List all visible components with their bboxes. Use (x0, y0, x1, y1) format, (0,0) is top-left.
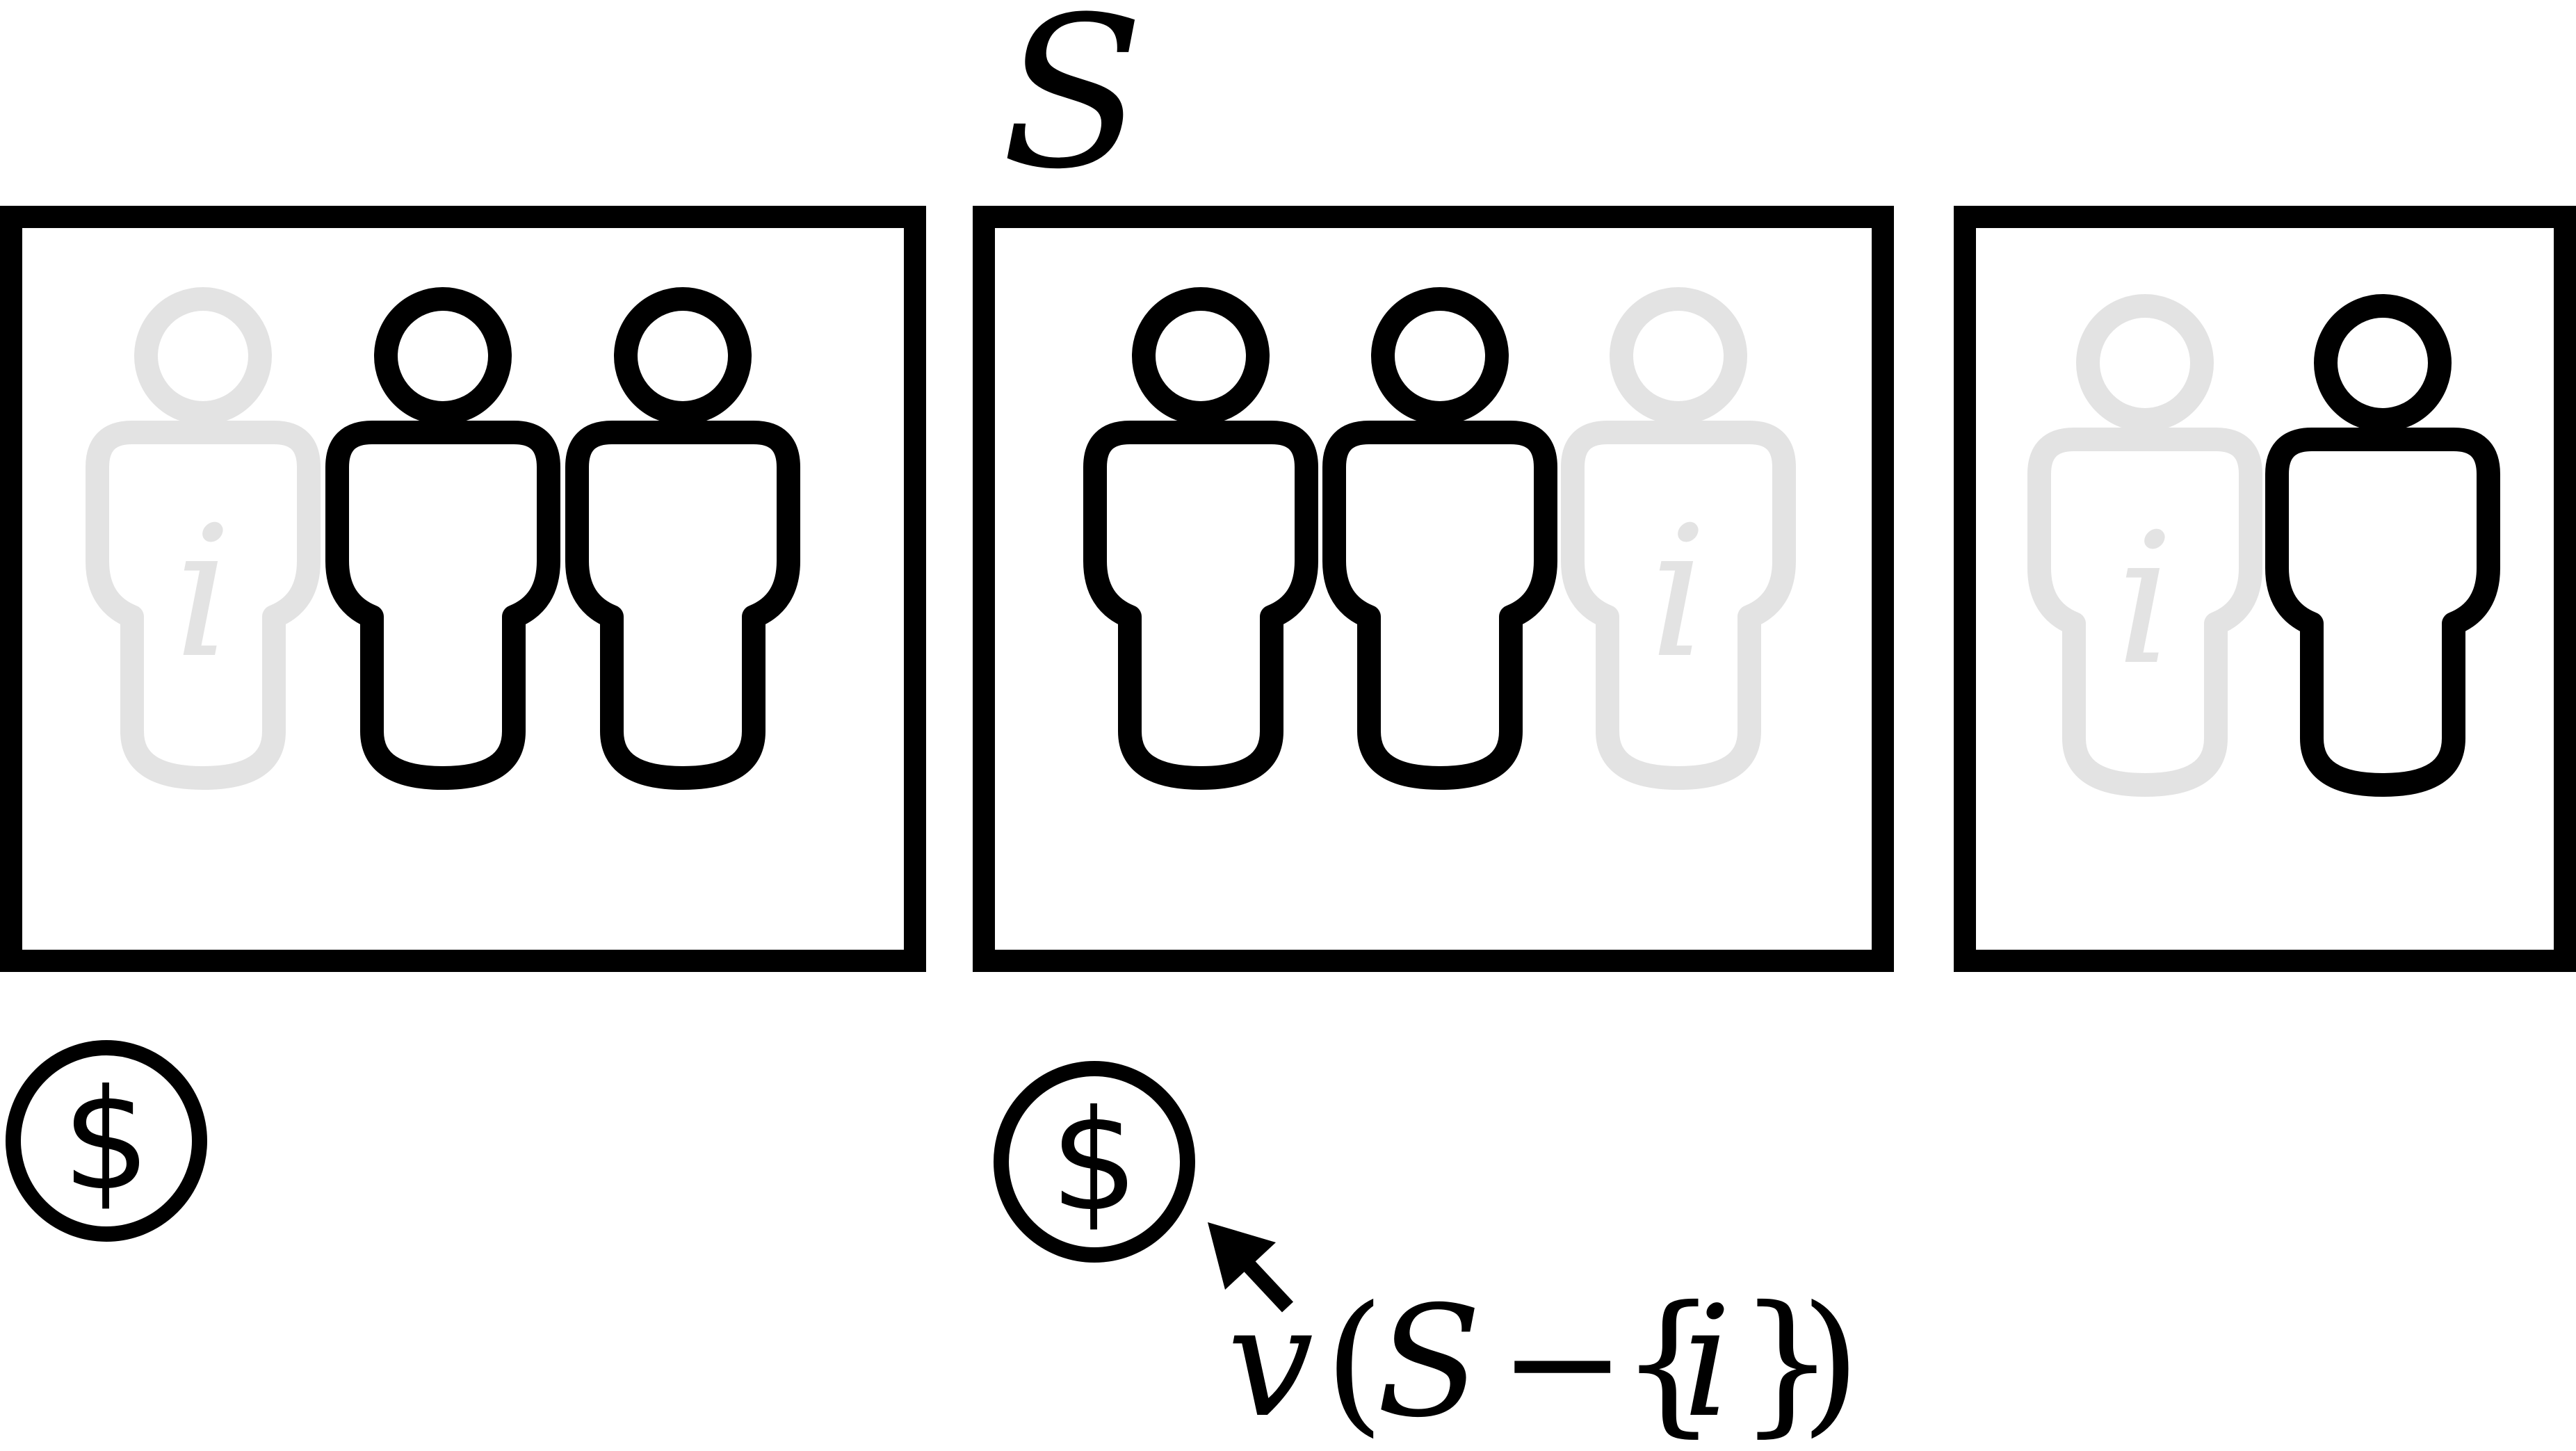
person-icon (1334, 299, 1546, 778)
person-icon: i (2039, 306, 2251, 785)
minus-sign: − (1498, 1273, 1626, 1451)
open-brace: { (1620, 1273, 1717, 1451)
person-icon: i (1573, 299, 1784, 778)
person-icon (577, 299, 788, 778)
dollar-sign: $ (62, 1060, 150, 1222)
value-function-v: v (1227, 1273, 1313, 1451)
group-box-middle (973, 206, 1894, 972)
person-icon (1095, 299, 1306, 778)
open-paren: ( (1325, 1273, 1384, 1451)
arrow-icon (1208, 1222, 1294, 1313)
element-i: i (1683, 1273, 1731, 1451)
person-label-i: i (1649, 488, 1707, 698)
set-s: S (1377, 1273, 1482, 1451)
person-label-i: i (2116, 495, 2173, 705)
person-icon (337, 299, 549, 778)
person-icon: i (97, 299, 309, 778)
group-box-left (0, 206, 926, 972)
close-brace: } (1738, 1273, 1836, 1451)
value-expression: v ( S − { i } ) (1227, 1273, 1861, 1451)
person-icon (2277, 306, 2488, 785)
person-label-i: i (174, 488, 232, 698)
set-label-s: S (1001, 0, 1144, 215)
group-box-right (1954, 206, 2576, 972)
dollar-sign: $ (1050, 1080, 1138, 1242)
dollar-coin-icon: $ (994, 1061, 1195, 1263)
close-paren: ) (1801, 1273, 1861, 1451)
dollar-coin-icon: $ (6, 1040, 207, 1242)
